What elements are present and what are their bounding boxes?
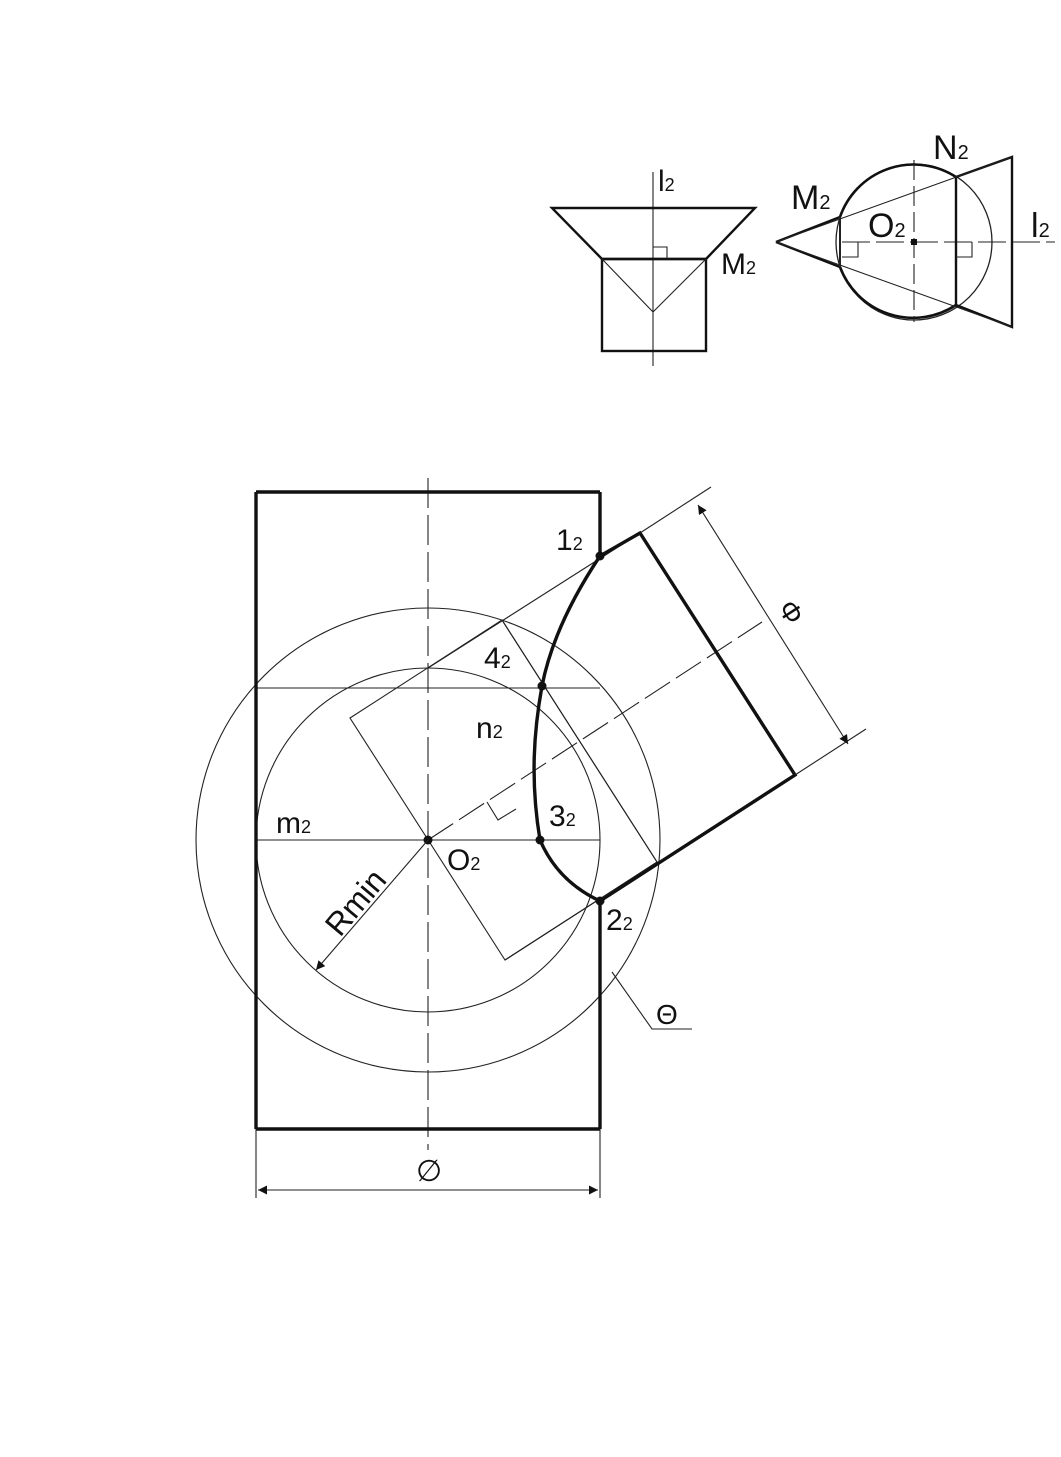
cylinder-outline	[602, 259, 706, 351]
branch-cylinder-outline	[600, 533, 795, 901]
label-branch-diameter: Φ	[772, 594, 810, 630]
cone-generators	[602, 259, 706, 312]
right-angle-mark	[487, 802, 516, 820]
label-1-2: 12	[556, 524, 583, 557]
label-main-diameter: ∅	[416, 1155, 442, 1188]
theta-leader	[612, 972, 692, 1029]
point-3	[536, 836, 545, 845]
label-rmin: Rmin	[318, 862, 394, 942]
intersection-curve	[534, 556, 600, 901]
label-m2: M2	[791, 179, 830, 217]
label-l2: l2	[1031, 207, 1050, 245]
label-n2: n2	[476, 712, 503, 745]
sphere-cone-side-view: N2 M2 O2 l2	[776, 129, 1055, 327]
point-1	[596, 552, 605, 561]
main-intersection-view: 12 42 n2 32 m2 O2 22 Rmin Θ Φ ∅	[196, 478, 866, 1198]
label-2-2: 22	[606, 904, 633, 937]
label-l2: l2	[658, 165, 675, 198]
perpendicular-line	[505, 900, 598, 960]
branch-extension-bottom	[795, 729, 866, 775]
branch-extension-top	[640, 487, 711, 533]
label-3-2: 32	[549, 800, 576, 833]
cone-cylinder-front-view: l2 M2	[552, 165, 756, 366]
center-point-o2	[911, 239, 917, 245]
label-theta: Θ	[656, 999, 678, 1030]
label-m2: m2	[276, 807, 311, 840]
right-angle-mark	[653, 247, 667, 259]
right-angle-mark-left	[842, 242, 858, 257]
label-o2: O2	[447, 844, 480, 877]
branch-diameter-dimension	[698, 505, 848, 744]
right-angle-mark-right	[956, 242, 972, 257]
label-o2: O2	[868, 207, 906, 245]
label-4-2: 42	[484, 642, 511, 675]
label-n2: N2	[933, 129, 969, 167]
label-m2: M2	[721, 248, 756, 281]
point-2	[596, 897, 605, 906]
point-4	[538, 682, 547, 691]
